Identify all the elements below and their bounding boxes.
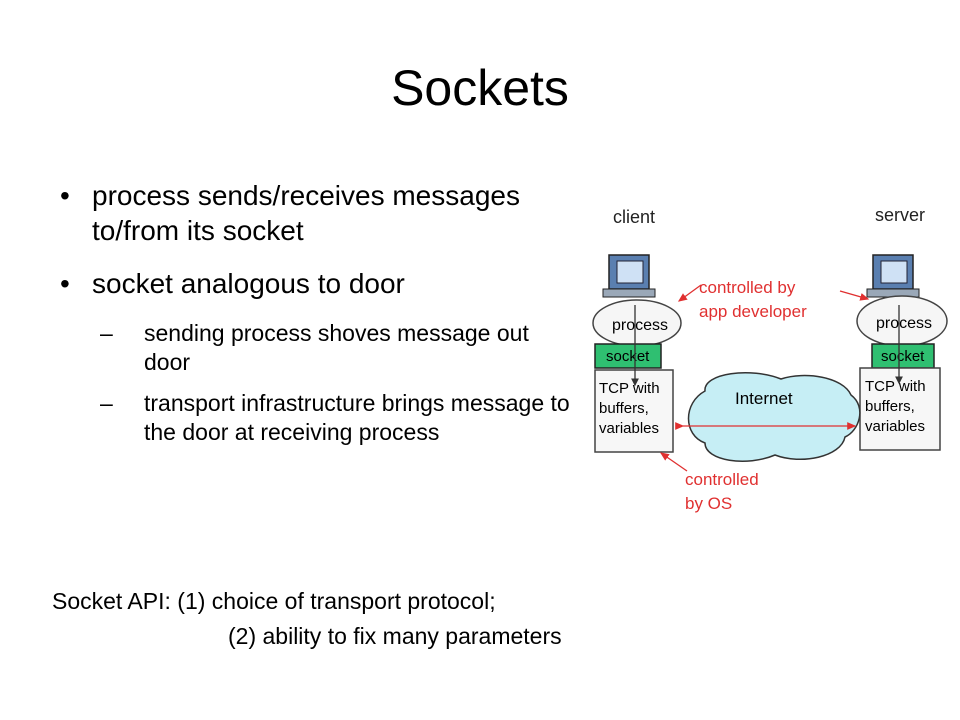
app-note-line2: app developer: [699, 302, 807, 321]
api-line-2: (2) ability to fix many parameters: [228, 623, 562, 649]
bullet-marker: •: [60, 268, 70, 299]
bullet-text: process sends/receives messages to/from …: [92, 180, 520, 246]
socket-diagram: client server process process socket soc…: [592, 205, 948, 513]
os-note-arrow: [659, 452, 688, 472]
client-process-label: process: [612, 317, 668, 334]
os-note-line1: controlled: [685, 470, 759, 489]
app-note-arrow-right: [839, 290, 870, 301]
sub-bullet-text: sending process shoves message out door: [144, 320, 529, 375]
client-socket-box: [594, 343, 662, 369]
dash-marker: –: [100, 390, 113, 416]
client-tcp-line2: buffers,: [599, 400, 649, 417]
internet-cloud: [687, 372, 861, 462]
server-tcp-line1: TCP with: [865, 378, 926, 395]
sub-bullet-item: – sending process shoves message out doo…: [60, 319, 580, 377]
server-computer-icon: [866, 254, 920, 298]
server-process-label: process: [876, 315, 932, 332]
client-tcp-line3: variables: [599, 420, 659, 437]
sub-bullet-text: transport infrastructure brings message …: [144, 390, 570, 445]
socket-api-note: Socket API: (1) choice of transport prot…: [52, 584, 562, 654]
app-note-line1: controlled by: [699, 278, 796, 297]
app-note-arrow-left: [677, 284, 702, 302]
server-tcp-line2: buffers,: [865, 398, 915, 415]
dash-marker: –: [100, 320, 113, 346]
client-label: client: [613, 207, 655, 227]
server-label: server: [875, 205, 925, 225]
bullet-marker: •: [60, 180, 70, 211]
internet-label: Internet: [735, 389, 793, 408]
client-socket-label: socket: [606, 348, 650, 365]
slide-title: Sockets: [391, 60, 569, 116]
api-line-1: Socket API: (1) choice of transport prot…: [52, 588, 496, 614]
server-socket-label: socket: [881, 348, 925, 365]
bullet-item: • process sends/receives messages to/fro…: [60, 178, 580, 248]
client-computer-icon: [602, 254, 656, 298]
os-note-line2: by OS: [685, 494, 732, 513]
bullet-item: • socket analogous to door: [60, 266, 580, 301]
sub-bullet-item: – transport infrastructure brings messag…: [60, 389, 580, 447]
bullet-text: socket analogous to door: [92, 268, 405, 299]
server-tcp-line3: variables: [865, 418, 925, 435]
client-tcp-line1: TCP with: [599, 380, 660, 397]
bullet-list: • process sends/receives messages to/fro…: [60, 178, 580, 459]
